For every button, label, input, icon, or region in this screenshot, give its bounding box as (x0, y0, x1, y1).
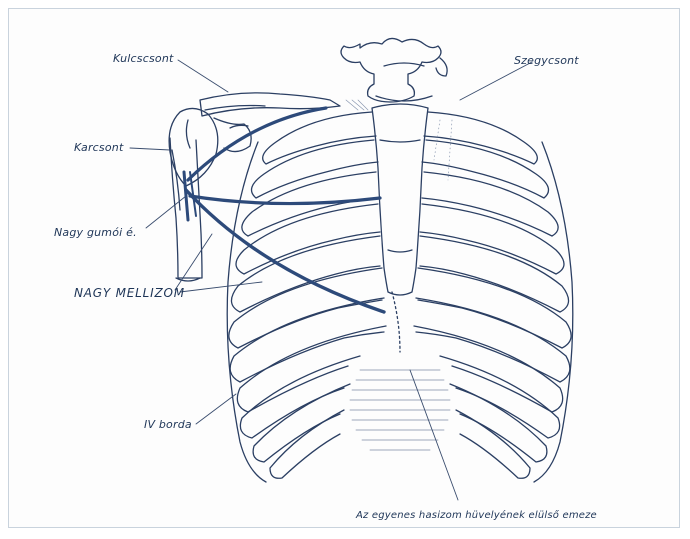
leader-lines (130, 60, 532, 500)
sternum (372, 104, 428, 352)
label-clavicle: Kulcscsont (113, 52, 174, 65)
right-ribs (414, 112, 573, 482)
vertebra (341, 38, 447, 102)
label-humerus: Karcsont (74, 141, 123, 154)
left-ribs (227, 112, 386, 482)
label-pectoralis-major: NAGY MELLIZOM (74, 286, 185, 300)
label-fourth-rib: IV borda (144, 418, 192, 431)
label-greater-tubercle: Nagy gumói é. (54, 226, 137, 239)
label-rectus-sheath: Az egyenes hasizom hüvelyének elülső eme… (356, 510, 597, 521)
label-sternum: Szegycsont (514, 54, 579, 67)
clavicle (200, 93, 340, 116)
scapula (169, 108, 251, 186)
